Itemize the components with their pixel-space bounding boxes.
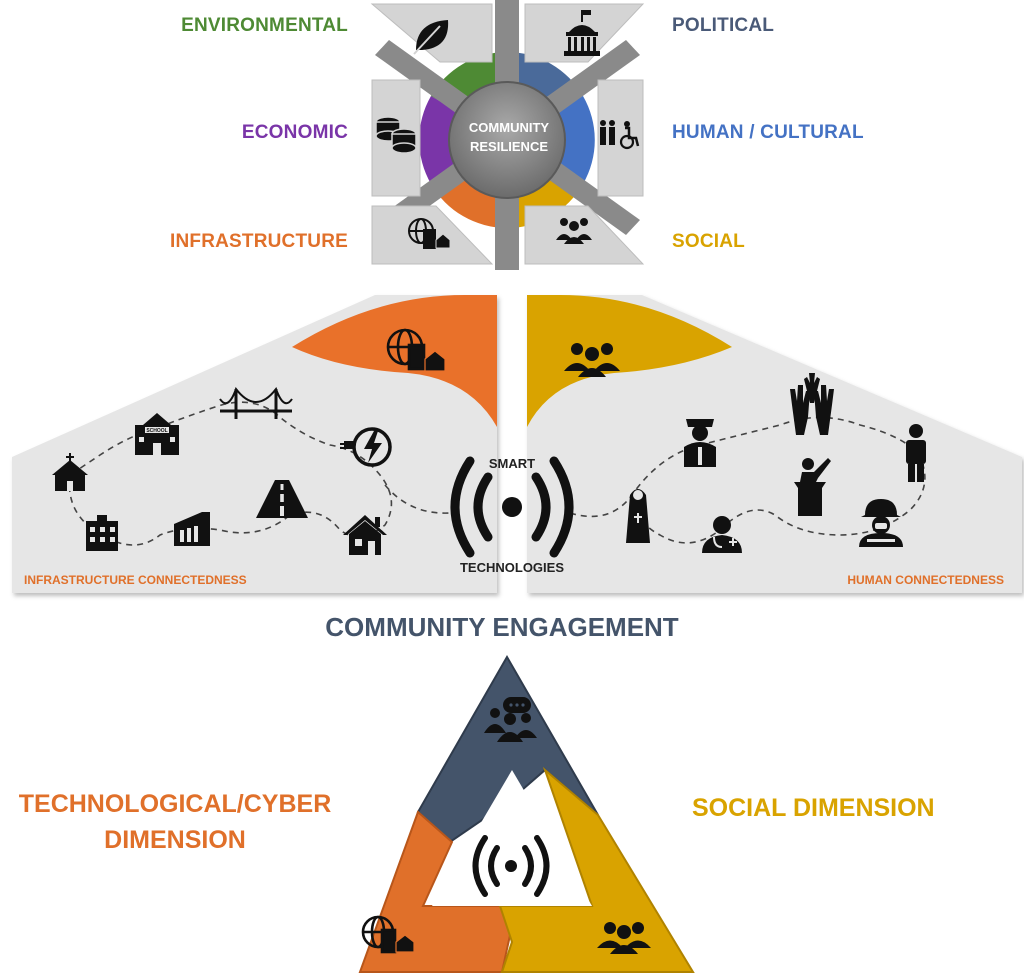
warehouse-icon <box>174 512 210 546</box>
raised-hands-icon <box>790 373 834 435</box>
wifi-signal-icon <box>450 456 574 558</box>
globe-building-icon <box>386 328 446 372</box>
ring-arcs <box>419 52 595 228</box>
smart-line1: SMART <box>489 456 535 471</box>
label-environmental: ENVIRONMENTAL <box>181 15 348 36</box>
tech-dimension-label: TECHNOLOGICAL/CYBER DIMENSION <box>10 786 340 858</box>
doctor-icon <box>702 516 742 553</box>
social-dimension-label: SOCIAL DIMENSION <box>692 794 935 822</box>
resilience-wheel: COMMUNITY RESILIENCE <box>370 0 645 270</box>
globe-building-icon <box>361 915 415 954</box>
hub <box>448 81 566 199</box>
bridge-icon <box>219 386 293 419</box>
tile-human <box>597 79 644 197</box>
tech-dimension-line1: TECHNOLOGICAL/CYBER <box>18 790 332 818</box>
inner-triangle <box>432 770 592 906</box>
coins-icon <box>375 116 417 154</box>
church-icon <box>52 453 88 491</box>
firefighter-icon <box>859 499 903 547</box>
globe-building-icon <box>408 218 451 249</box>
speaker-podium-icon <box>794 458 831 516</box>
power-plug-icon <box>340 427 392 467</box>
tech-dimension-line2: DIMENSION <box>104 826 246 854</box>
svg-text:SCHOOL: SCHOOL <box>146 428 167 434</box>
house-icon <box>343 515 387 555</box>
engagement-triangle <box>358 654 695 973</box>
wifi-signal-icon <box>472 835 550 897</box>
hub-line1: COMMUNITY <box>469 120 549 135</box>
label-economic: ECONOMIC <box>241 122 348 143</box>
group-icon <box>556 218 592 244</box>
leaf-icon <box>413 20 449 55</box>
person-icon <box>906 424 926 482</box>
label-political: POLITICAL <box>672 15 775 36</box>
road-icon <box>256 480 308 518</box>
human-connectedness-label: HUMAN CONNECTEDNESS <box>847 573 1004 587</box>
connectedness-panels: SCHOOL <box>12 295 1022 593</box>
school-icon: SCHOOL <box>135 413 179 455</box>
arc-human <box>554 96 595 184</box>
hospital-icon <box>86 515 118 551</box>
label-social: SOCIAL <box>672 231 745 252</box>
family-accessibility-icon <box>600 120 640 150</box>
human-banner <box>527 295 732 427</box>
label-human-cultural: HUMAN / CULTURAL <box>672 122 864 143</box>
capitol-icon <box>564 10 600 56</box>
smart-line2: TECHNOLOGIES <box>460 560 564 575</box>
nun-icon <box>626 489 650 543</box>
community-chat-icon <box>484 697 537 742</box>
label-infrastructure: INFRASTRUCTURE <box>169 231 348 252</box>
hub-line2: RESILIENCE <box>470 139 548 154</box>
community-engagement-title: COMMUNITY ENGAGEMENT <box>325 612 679 642</box>
infrastructure-connectedness-label: INFRASTRUCTURE CONNECTEDNESS <box>24 573 247 587</box>
arc-economic <box>419 96 460 184</box>
group-icon <box>564 343 620 377</box>
segment-social <box>498 766 695 973</box>
human-panel <box>527 295 1022 593</box>
police-officer-icon <box>684 419 716 467</box>
group-icon <box>597 922 651 954</box>
